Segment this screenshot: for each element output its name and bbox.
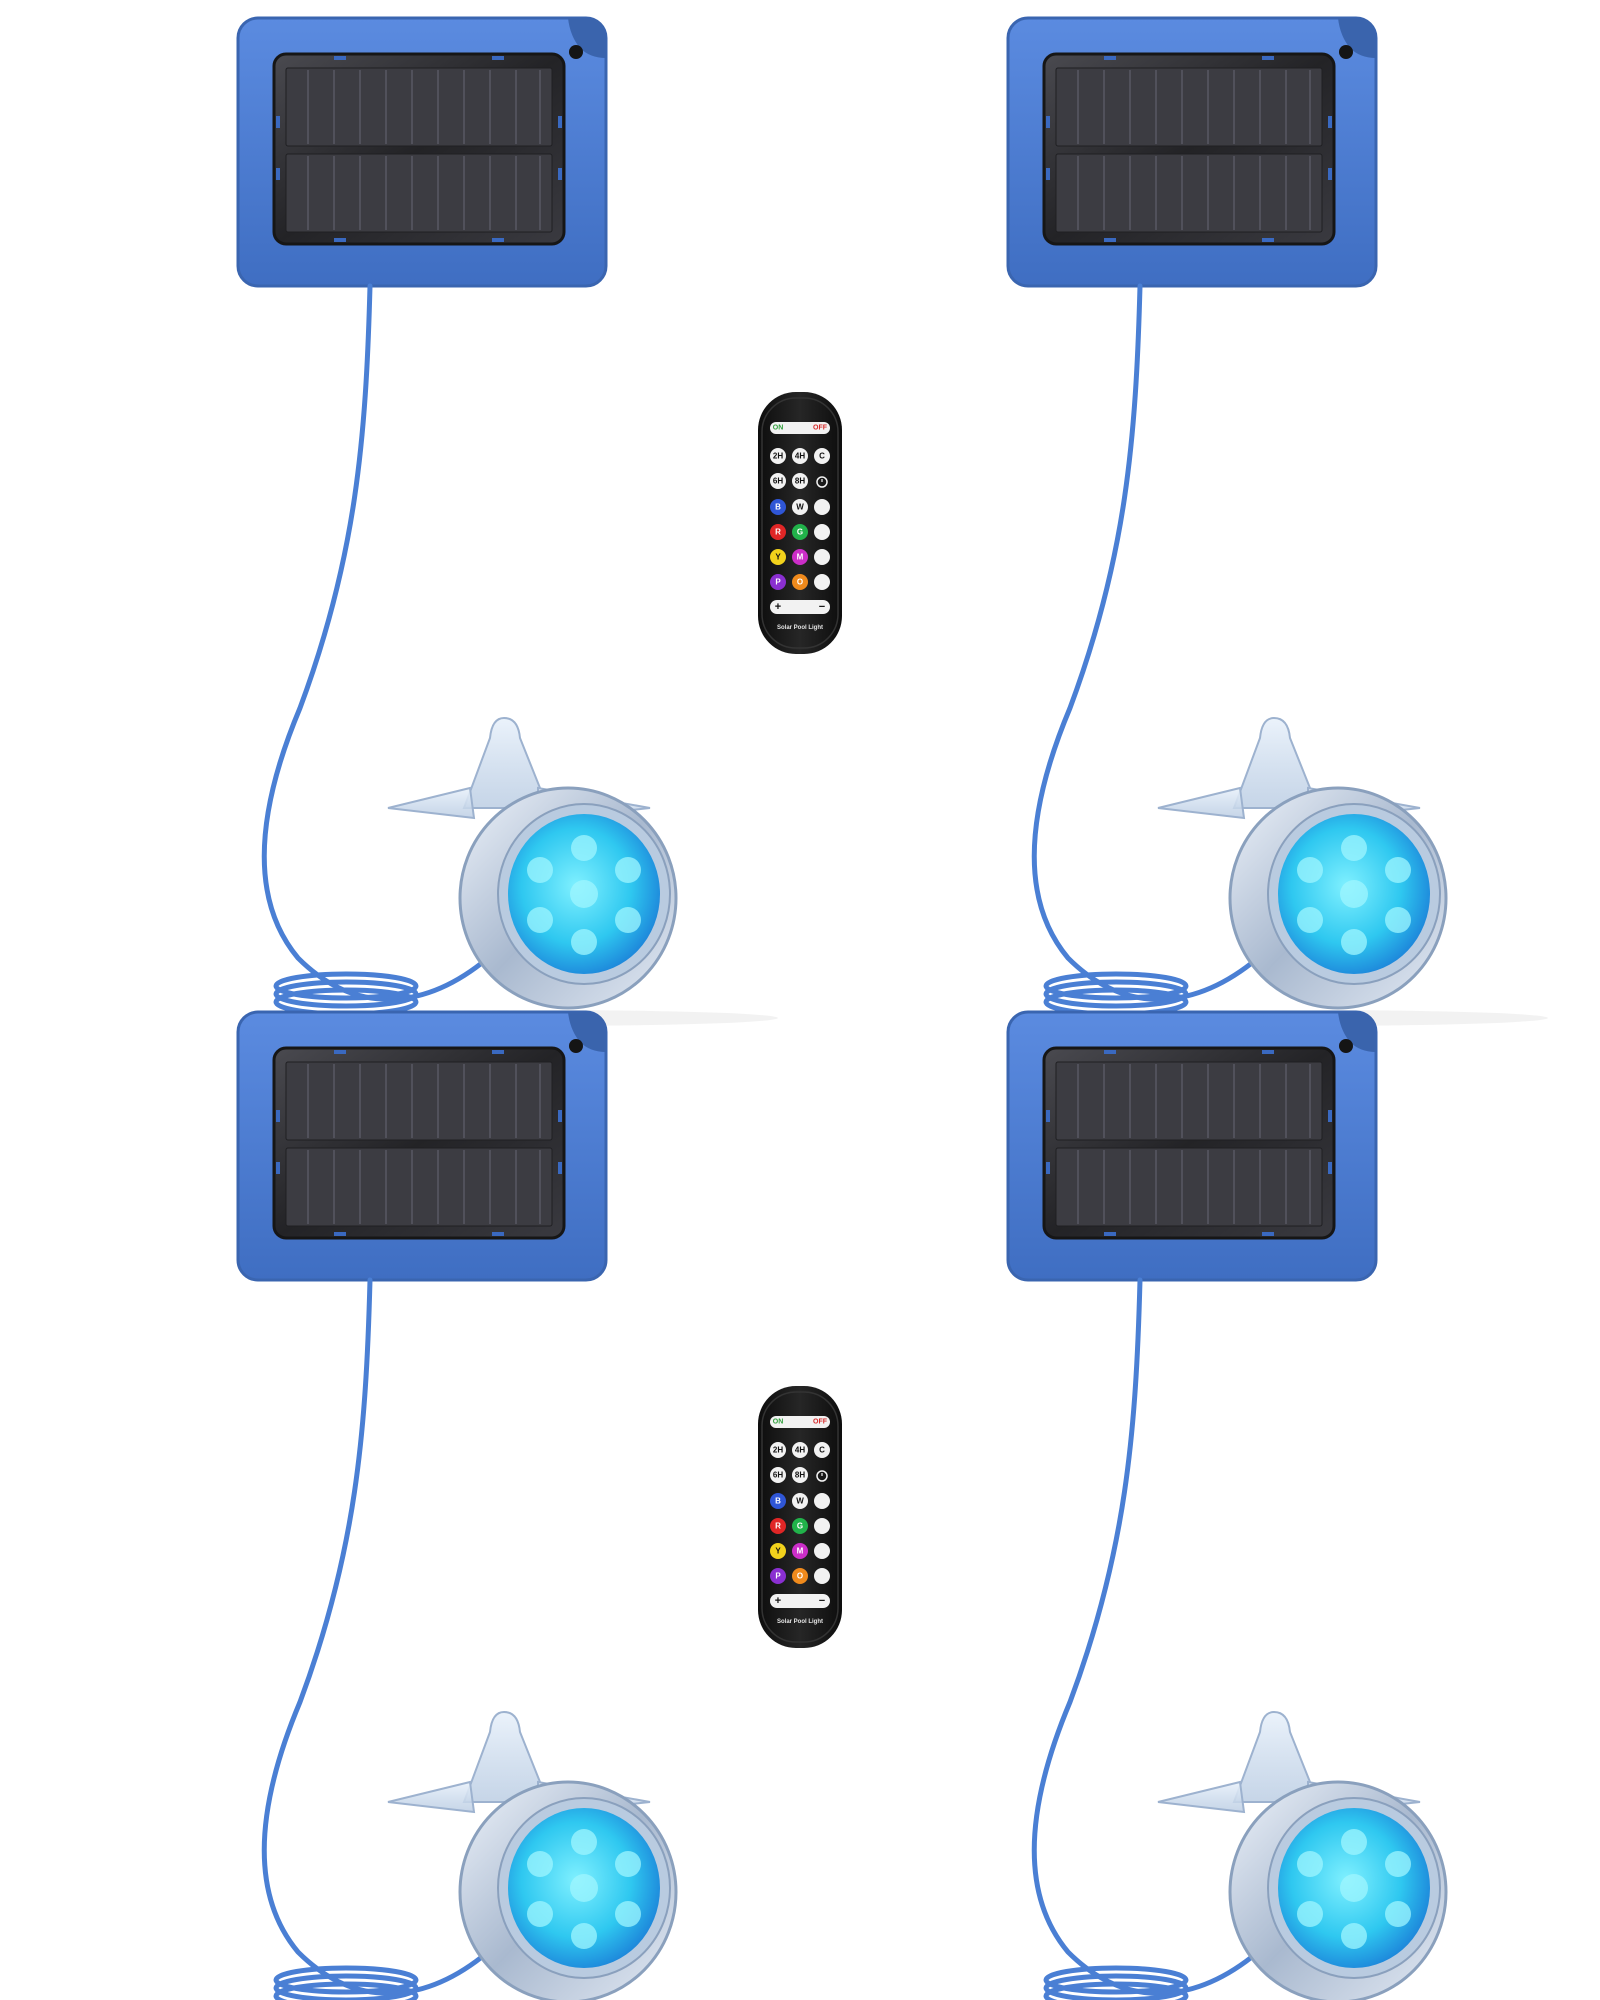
magenta-button: M (797, 553, 804, 562)
red-button: R (775, 528, 781, 537)
plus-icon: + (775, 1595, 781, 1607)
white-button: W (796, 503, 804, 512)
remote-brand-text: Solar Pool Light (777, 625, 823, 631)
remote-brand-text: Solar Pool Light (777, 1619, 823, 1625)
purple-button: P (775, 1572, 781, 1581)
red-button: R (775, 1522, 781, 1531)
timer-6h-button: 6H (773, 477, 783, 486)
minus-icon: − (819, 1595, 825, 1607)
product-unit-bottom-right (1008, 1012, 1548, 2000)
mode-button-icon (814, 499, 830, 515)
off-button: OFF (813, 425, 828, 432)
timer-4h-button: 4H (795, 1446, 805, 1455)
mode-button-icon (814, 1493, 830, 1509)
yellow-button: Y (775, 553, 781, 562)
product-unit-bottom-left (238, 1012, 778, 2000)
product-unit-top-right (1008, 18, 1548, 1026)
clear-button: C (819, 1446, 825, 1455)
timer-4h-button: 4H (795, 452, 805, 461)
blue-button: B (775, 503, 781, 512)
remote-control-top: ON OFF 2H 4H C 6H 8H B W R G Y M P O (757, 391, 843, 655)
white-button: W (796, 1497, 804, 1506)
alarm-clock-icon (816, 1470, 828, 1482)
orange-button: O (797, 1572, 803, 1581)
product-unit-top-left (238, 18, 778, 1026)
timer-8h-button: 8H (795, 1471, 805, 1480)
timer-2h-button: 2H (773, 1446, 783, 1455)
blue-button: B (775, 1497, 781, 1506)
yellow-button: Y (775, 1547, 781, 1556)
timer-8h-button: 8H (795, 477, 805, 486)
minus-icon: − (819, 601, 825, 613)
clear-button: C (819, 452, 825, 461)
on-button: ON (773, 1419, 784, 1426)
purple-button: P (775, 578, 781, 587)
remote-control-bottom: ON OFF 2H 4H C 6H 8H B W R G Y M P O + (757, 1385, 843, 1649)
plus-icon: + (775, 601, 781, 613)
green-button: G (797, 1522, 803, 1531)
timer-6h-button: 6H (773, 1471, 783, 1480)
timer-2h-button: 2H (773, 452, 783, 461)
on-button: ON (773, 425, 784, 432)
green-button: G (797, 528, 803, 537)
orange-button: O (797, 578, 803, 587)
magenta-button: M (797, 1547, 804, 1556)
off-button: OFF (813, 1419, 828, 1426)
alarm-clock-icon (816, 476, 828, 488)
